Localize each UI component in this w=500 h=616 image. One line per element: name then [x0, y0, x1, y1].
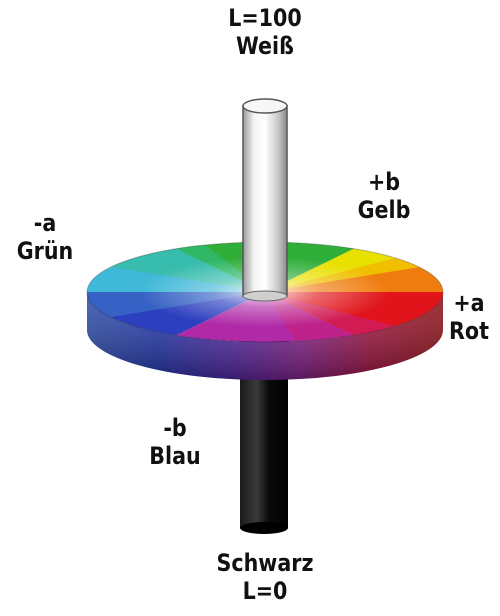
label-green-line1: -a — [6, 209, 83, 237]
label-black-line2: L=0 — [201, 577, 330, 605]
label-blue-line2: Blau — [132, 442, 218, 470]
label-red-line2: Rot — [444, 317, 494, 345]
label-green-line2: Grün — [6, 237, 83, 265]
label-blue: -b Blau — [132, 414, 218, 470]
label-black: Schwarz L=0 — [201, 549, 330, 605]
label-blue-line1: -b — [132, 414, 218, 442]
label-white-line2: Weiß — [213, 32, 316, 60]
label-yellow-line2: Gelb — [341, 196, 427, 224]
label-white-line1: L=100 — [213, 4, 316, 32]
label-yellow-line1: +b — [341, 168, 427, 196]
label-red-line1: +a — [444, 289, 494, 317]
label-green: -a Grün — [6, 209, 83, 265]
label-white: L=100 Weiß — [213, 4, 316, 60]
label-black-line1: Schwarz — [201, 549, 330, 577]
label-yellow: +b Gelb — [341, 168, 427, 224]
label-red: +a Rot — [444, 289, 494, 345]
white-post — [243, 99, 287, 301]
